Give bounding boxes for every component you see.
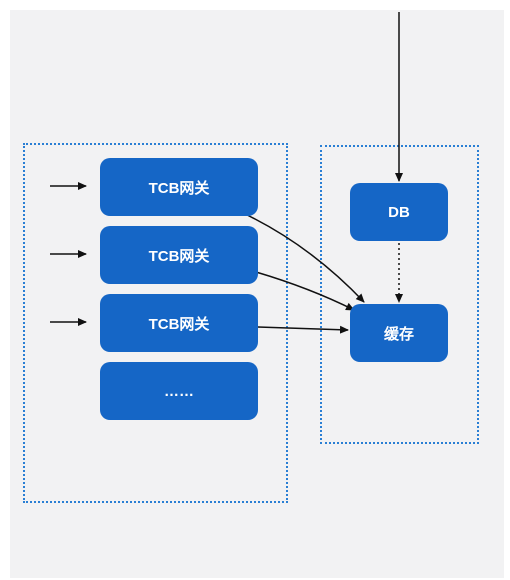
more-gateways-node: …… — [100, 362, 258, 420]
cache-node: 缓存 — [350, 304, 448, 362]
tcb-gateway-node-3: TCB网关 — [100, 294, 258, 352]
db-node: DB — [350, 183, 448, 241]
tcb-gateway-node-1: TCB网关 — [100, 158, 258, 216]
tcb-gateway-node-2: TCB网关 — [100, 226, 258, 284]
gateway-cluster-group — [23, 143, 288, 503]
